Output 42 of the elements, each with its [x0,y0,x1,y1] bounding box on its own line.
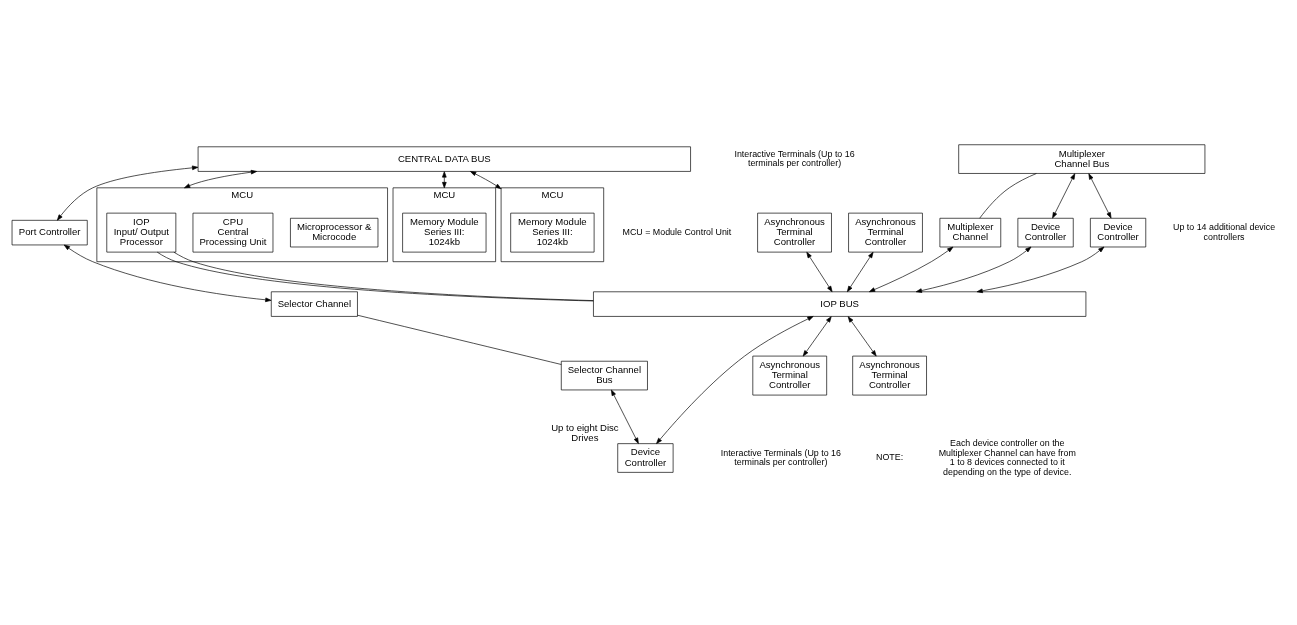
node-box: Asynchronous Terminal Controller [848,212,923,252]
connector [979,172,1037,219]
node-box: Asynchronous Terminal Controller [752,355,827,395]
label: Interactive Terminals (Up to 16 terminals per controller) [720,447,841,467]
arrow [806,251,833,292]
node-box: Port Controller [11,219,88,245]
label: Interactive Terminals (Up to 16 terminals per controller) [734,148,855,168]
arrow [656,315,814,444]
node-label: Up to eight Disc Drives [551,421,619,443]
arrow [847,251,874,292]
label: NOTE: [876,451,904,462]
arrow [1052,172,1076,218]
arrow [802,315,832,356]
node-box: Memory Module Series III: 1024kb [510,212,595,252]
connector [357,314,562,365]
label: Up to 14 additional device controllers [1173,221,1276,242]
node-box: IOP Input/ Output Processor [106,212,177,252]
arrow [915,246,1032,293]
label: Each device controller on the Multiplexer Channel can have from 1 to 8 devices connected to it depending on the type of device. [938,437,1076,477]
node-box: Multiplexer Channel Bus [958,143,1206,174]
label: MCU = Module Control Unit [622,226,732,237]
arrow [847,315,877,356]
node-box: Multiplexer Channel [939,217,1002,247]
arrow [869,246,954,292]
arrow [57,165,199,221]
node-box: Selector Channel [270,290,358,317]
node-box: Asynchronous Terminal Controller [757,212,832,252]
node-box: CPU Central Processing Unit [192,212,274,252]
arrow [63,244,272,302]
arrow [976,246,1105,293]
arrow [470,170,502,189]
node-box: Memory Module Series III: 1024kb [402,212,487,252]
node-box: Device Controller [1090,217,1147,247]
arrow [611,389,639,444]
arrow [184,169,257,188]
arrow [442,170,447,188]
node-box: Device Controller [1017,217,1074,247]
node-box: Selector Channel Bus [560,360,648,390]
node-box: Device Controller [617,442,674,473]
node-box: Asynchronous Terminal Controller [852,355,927,395]
node-box: Microprocessor & Microcode [290,217,379,247]
arrow [1088,172,1112,218]
